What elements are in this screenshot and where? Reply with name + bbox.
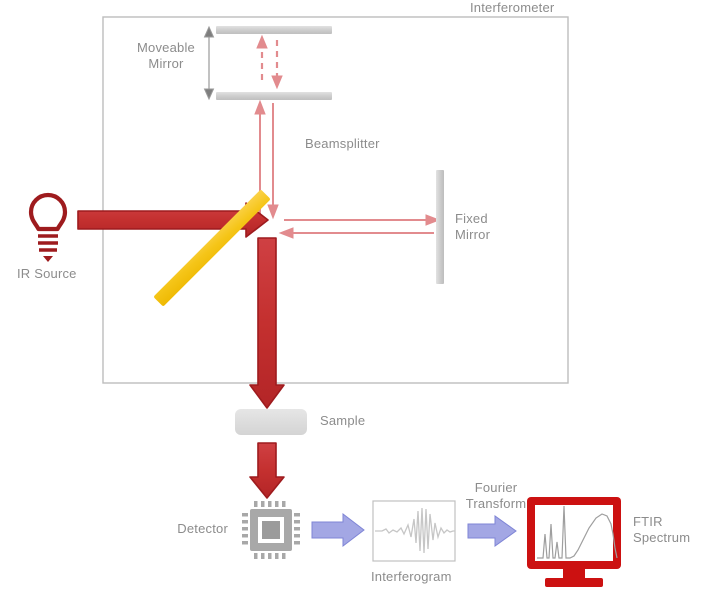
sample-block bbox=[235, 409, 307, 435]
detector-label: Detector bbox=[177, 521, 228, 536]
beam-to-sample bbox=[249, 237, 285, 409]
beam-from-moveable-mirror-arrowhead bbox=[267, 204, 279, 220]
microchip-icon bbox=[242, 501, 300, 559]
interferogram-frame bbox=[372, 500, 456, 562]
sample-label: Sample bbox=[320, 413, 366, 428]
mirror-travel-beams bbox=[256, 34, 283, 90]
beam-to-moveable-mirror-arrowhead bbox=[254, 99, 266, 115]
moveable-mirror-label: Moveable Mirror bbox=[137, 40, 195, 71]
monitor-base bbox=[545, 578, 603, 587]
beamsplitter-element bbox=[154, 190, 270, 306]
beam-to-detector bbox=[249, 442, 285, 499]
vertical-interferometer-beams bbox=[254, 99, 279, 220]
interferometer-frame bbox=[102, 16, 569, 384]
monitor-icon bbox=[527, 497, 621, 587]
beamsplitter-label: Beamsplitter bbox=[305, 136, 380, 151]
interferogram-trace bbox=[375, 507, 455, 554]
moveable-mirror-upper-position bbox=[216, 26, 332, 34]
beam-from-fixed-mirror-arrowhead bbox=[278, 227, 294, 239]
beam-to-fixed-mirror-arrowhead bbox=[425, 214, 441, 226]
fixed-mirror-label: Fixed Mirror bbox=[455, 211, 491, 242]
fixed-mirror-beams bbox=[278, 214, 441, 239]
fixed-mirror bbox=[436, 170, 444, 284]
moveable-mirror-lower-position bbox=[216, 92, 332, 100]
ftir-spectrum-trace bbox=[537, 505, 618, 559]
fourier-transform-label: Fourier Transform bbox=[465, 480, 527, 511]
monitor-screen bbox=[535, 505, 613, 561]
mirror-travel-indicator bbox=[203, 25, 215, 101]
ir-source-label: IR Source bbox=[17, 266, 77, 281]
mirror-travel-down-arrowhead bbox=[271, 75, 283, 90]
ftir-spectrum-plot bbox=[537, 505, 618, 559]
interferogram-label: Interferogram bbox=[371, 569, 452, 584]
interferogram-to-spectrum-arrow bbox=[467, 515, 517, 547]
interferogram-plot bbox=[372, 500, 456, 562]
detector-to-interferogram-arrow bbox=[311, 512, 365, 548]
mirror-travel-up-arrowhead bbox=[256, 34, 268, 49]
ftir-spectrum-label: FTIR Spectrum bbox=[633, 514, 691, 545]
lightbulb-icon bbox=[28, 192, 68, 262]
interferometer-label: Interferometer bbox=[470, 0, 555, 15]
